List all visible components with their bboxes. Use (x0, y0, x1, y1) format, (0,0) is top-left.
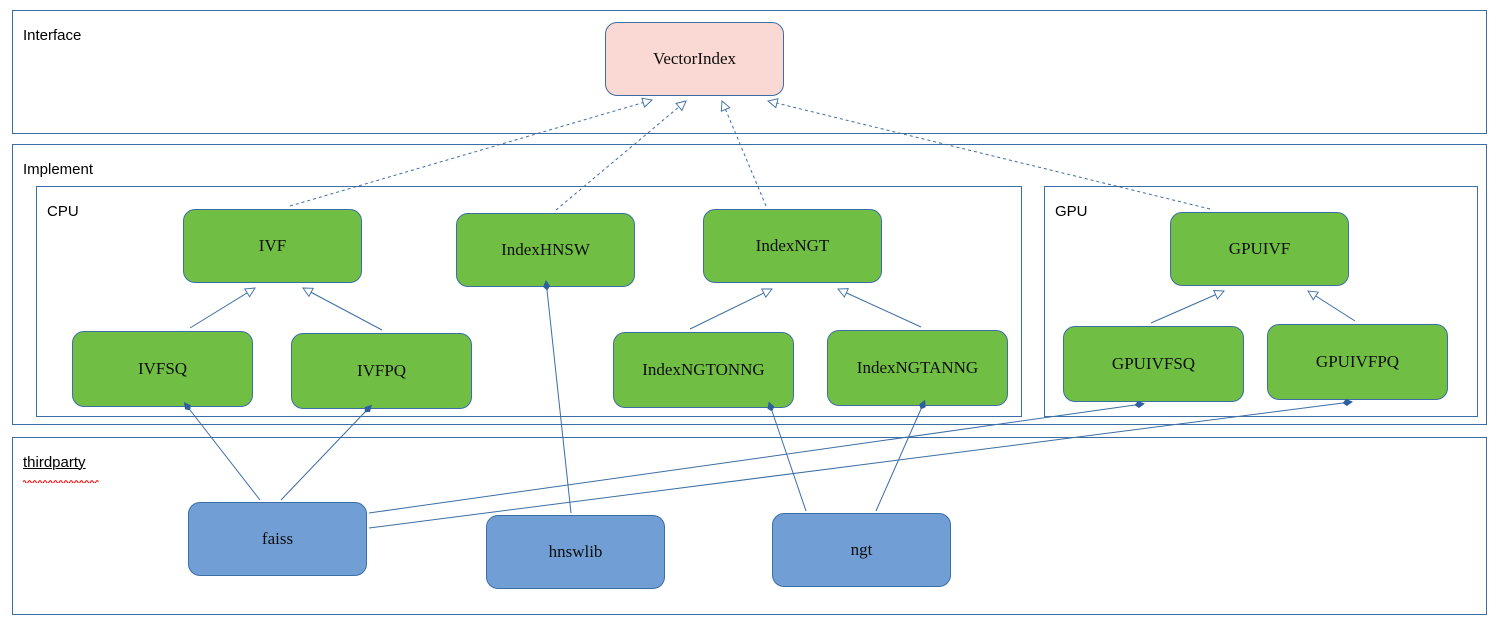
node-faiss[interactable]: faiss (188, 502, 367, 576)
node-indexngtanng[interactable]: IndexNGTANNG (827, 330, 1008, 406)
node-ivf[interactable]: IVF (183, 209, 362, 283)
node-label: IVFPQ (356, 361, 407, 380)
group-label-implement: Implement (23, 161, 94, 178)
node-gpuivf[interactable]: GPUIVF (1170, 212, 1349, 286)
edge-gpuivf-vectorindex (768, 101, 1211, 210)
node-label: IndexHNSW (501, 240, 590, 259)
group-box-cpu (36, 186, 1022, 417)
node-label: ngt (850, 540, 873, 559)
group-label-thirdparty: thirdparty (23, 454, 86, 471)
group-label-cpu: CPU (47, 203, 79, 220)
edge-indexngt-vectorindex (722, 101, 767, 207)
edge-ngt-ngtonng (767, 401, 807, 512)
edge-indexhnsw-vectorindex (555, 101, 686, 211)
node-ivfpq[interactable]: IVFPQ (291, 333, 472, 409)
node-ivfsq[interactable]: IVFSQ (72, 331, 253, 407)
node-label: IndexNGT (755, 236, 830, 255)
node-label: faiss (261, 529, 294, 548)
node-gpuivfpq[interactable]: GPUIVFPQ (1267, 324, 1448, 400)
node-label: IndexNGTONNG (642, 360, 765, 379)
group-box-implement (12, 144, 1487, 425)
group-box-thirdparty (12, 437, 1487, 615)
group-label-gpu: GPU (1055, 203, 1088, 220)
edge-faiss-gpuivfpq (368, 399, 1354, 529)
group-box-gpu (1044, 186, 1478, 417)
edge-ivfsq-ivf (189, 288, 255, 329)
edge-ngtonng-indexngt (689, 289, 772, 330)
edge-hnswlib-indexhnsw (543, 279, 572, 514)
node-hnswlib[interactable]: hnswlib (486, 515, 665, 589)
edge-gpuivfsq-gpuivf (1150, 291, 1224, 324)
node-label: VectorIndex (652, 49, 737, 68)
node-gpuivfsq[interactable]: GPUIVFSQ (1063, 326, 1244, 402)
group-label-interface: Interface (23, 27, 82, 44)
edge-ivfpq-ivf (303, 288, 383, 331)
node-label: IndexNGTANNG (856, 358, 979, 377)
node-label: GPUIVFPQ (1315, 352, 1400, 371)
node-indexhnsw[interactable]: IndexHNSW (456, 213, 635, 287)
node-label: GPUIVF (1228, 239, 1291, 258)
edge-faiss-ivfpq (280, 404, 372, 501)
node-ngt[interactable]: ngt (772, 513, 951, 587)
edge-ngtanng-indexngt (838, 289, 922, 328)
node-indexngt[interactable]: IndexNGT (703, 209, 882, 283)
edge-ngt-ngtanng (875, 399, 926, 512)
node-label: GPUIVFSQ (1111, 354, 1196, 373)
node-indexngtonng[interactable]: IndexNGTONNG (613, 332, 794, 408)
node-label: IVF (258, 236, 287, 255)
node-vectorindex[interactable]: VectorIndex (605, 22, 784, 96)
group-box-interface (12, 10, 1487, 134)
edge-gpuivfpq-gpuivf (1308, 291, 1356, 322)
edge-ivf-vectorindex (289, 100, 652, 207)
node-label: IVFSQ (137, 359, 188, 378)
node-label: hnswlib (548, 542, 603, 561)
edge-faiss-gpuivfsq (368, 401, 1145, 514)
edge-faiss-ivfsq (183, 402, 261, 501)
